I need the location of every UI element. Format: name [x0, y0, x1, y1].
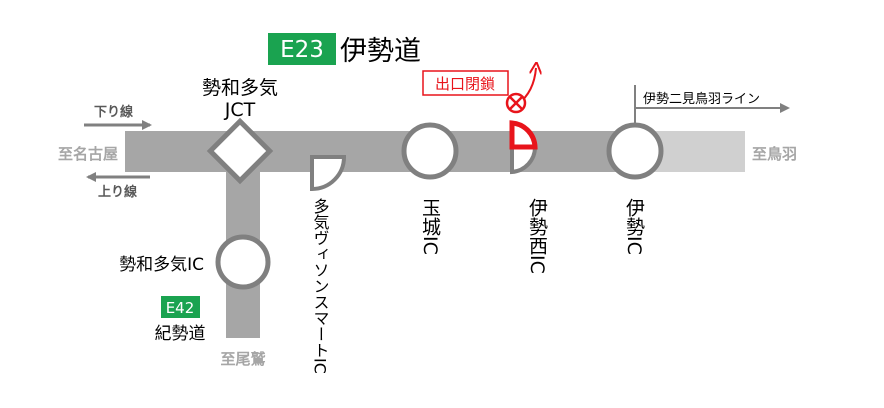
seiwa-taki-ic-label: 勢和多気IC — [119, 255, 204, 275]
smart-ic-node — [310, 155, 347, 192]
lane-up-label: 上り線 — [98, 184, 138, 200]
tamaki-ic-label: 玉城IC — [419, 198, 441, 255]
junction-label-line1: 勢和多気 — [202, 77, 278, 99]
seiwa-taki-ic-node — [215, 234, 271, 290]
branch-name: 紀勢道 — [155, 324, 206, 344]
ise-ic-label: 伊勢IC — [623, 198, 645, 255]
direction-east: 至鳥羽 — [752, 145, 797, 163]
ise-nishi-ic-label: 伊勢西IC — [526, 198, 548, 274]
ise-nishi-ic-node-closed — [509, 120, 538, 150]
lane-down-label: 下り線 — [94, 104, 134, 120]
closure-x-icon — [505, 92, 527, 114]
route-code: E23 — [280, 37, 324, 63]
closure-label: 出口閉鎖 — [435, 75, 495, 93]
ise-ic-node — [606, 122, 664, 180]
route-code-badge — [268, 33, 336, 65]
main-road-west — [125, 131, 635, 172]
branch-code: E42 — [166, 299, 195, 317]
tamaki-ic-node — [401, 122, 459, 180]
branch-code-badge — [161, 296, 200, 318]
route-name: 伊勢道 — [340, 36, 421, 67]
smart-ic-label: 多気ヴィソンスマートIC — [311, 198, 330, 374]
junction-label-line2: JCT — [224, 99, 256, 121]
direction-west: 至名古屋 — [58, 145, 118, 163]
junction-node — [206, 117, 274, 185]
closure-label-box — [422, 70, 509, 96]
direction-south: 至尾鷲 — [220, 350, 265, 368]
connector-label: 伊勢二見鳥羽ライン — [643, 92, 760, 107]
